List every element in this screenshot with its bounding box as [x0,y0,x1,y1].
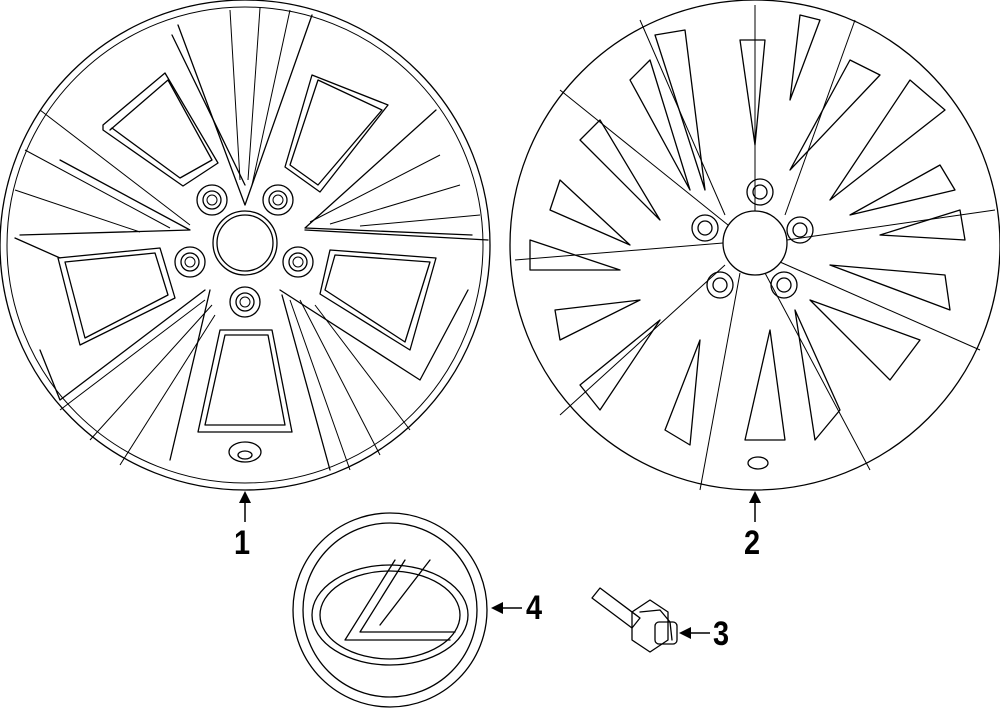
spoke-grooves [14,7,481,471]
lug-nut-drawing[interactable] [591,587,678,653]
wheel-2-drawing[interactable] [509,0,1000,491]
center-cap-drawing[interactable] [292,512,488,708]
callout-3: 3 [713,615,730,653]
callout-2: 2 [744,524,761,562]
callout-4: 4 [526,589,543,627]
wheel-1-drawing[interactable] [0,0,491,491]
lug-holes [174,184,314,318]
spoke-windows [529,14,966,446]
lug-holes [691,178,814,299]
callout-1: 1 [234,524,251,562]
spoke-edges [514,5,996,491]
callout-arrows [239,491,761,639]
